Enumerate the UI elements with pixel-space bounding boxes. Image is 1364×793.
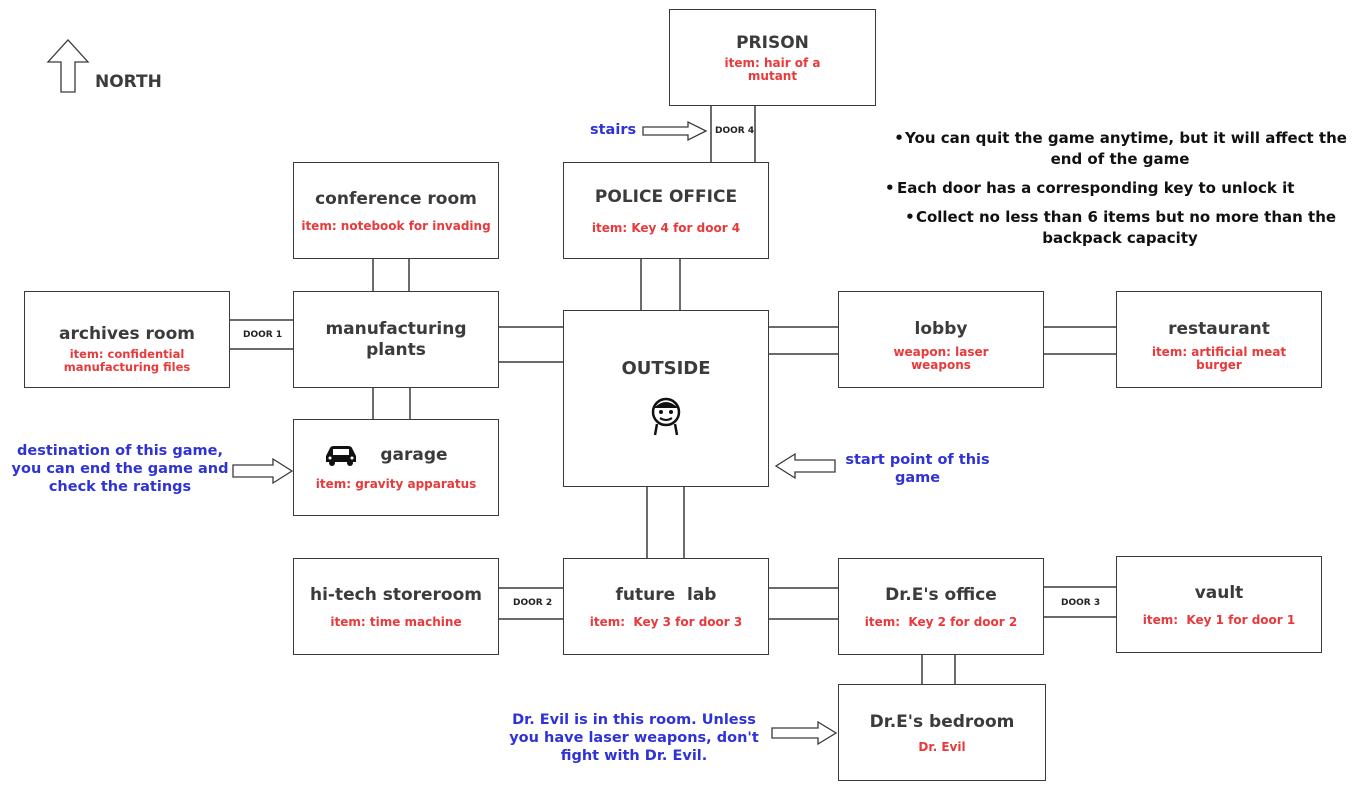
rule-item: •Each door has a corresponding key to un… bbox=[885, 179, 1295, 197]
up-arrow-icon bbox=[46, 39, 90, 93]
room-name: manufacturing plants bbox=[325, 318, 467, 360]
room-item: item: Key 2 for door 2 bbox=[864, 614, 1018, 629]
rule-text: Collect no less than 6 items but no more… bbox=[915, 208, 1337, 247]
room-name: OUTSIDE bbox=[621, 358, 711, 379]
room-item: item: time machine bbox=[330, 614, 462, 629]
destination-note: destination of this game, you can end th… bbox=[11, 443, 229, 495]
dr-evil-note: Dr. Evil is in this room. Unless you hav… bbox=[509, 712, 759, 764]
dr-evil-arrow-icon bbox=[771, 720, 838, 746]
room-garage: garage item: gravity apparatus bbox=[293, 419, 499, 516]
room-dre-bedroom: Dr.E's bedroom Dr. Evil bbox=[838, 684, 1046, 781]
room-name: PRISON bbox=[736, 32, 809, 53]
door-2-label: DOOR 2 bbox=[513, 598, 553, 608]
room-vault: vault item: Key 1 for door 1 bbox=[1116, 556, 1322, 653]
room-dre-office: Dr.E's office item: Key 2 for door 2 bbox=[838, 558, 1044, 655]
room-item: item: Key 1 for door 1 bbox=[1142, 612, 1296, 627]
room-name: POLICE OFFICE bbox=[594, 186, 738, 207]
room-police-office: POLICE OFFICE item: Key 4 for door 4 bbox=[563, 162, 769, 259]
room-item: item: notebook for invading bbox=[301, 218, 491, 233]
room-archives: archives room item: confidential manufac… bbox=[24, 291, 230, 388]
start-arrow-icon bbox=[774, 452, 836, 480]
player-face-icon bbox=[651, 397, 681, 436]
room-manufacturing-plants: manufacturing plants bbox=[293, 291, 499, 388]
car-icon bbox=[326, 446, 357, 466]
rule-item: •You can quit the game anytime, but it w… bbox=[894, 129, 1347, 168]
room-item: item: gravity apparatus bbox=[315, 477, 477, 491]
room-conference: conference room item: notebook for invad… bbox=[293, 162, 499, 259]
room-item: item: Key 4 for door 4 bbox=[591, 220, 741, 235]
room-future-lab: future lab item: Key 3 for door 3 bbox=[563, 558, 769, 655]
destination-arrow-icon bbox=[232, 457, 294, 485]
room-name: vault bbox=[1194, 582, 1244, 603]
door-4-label: DOOR 4 bbox=[715, 126, 755, 136]
room-name: restaurant bbox=[1168, 319, 1270, 339]
door-3-label: DOOR 3 bbox=[1061, 598, 1101, 608]
room-outside: OUTSIDE bbox=[563, 310, 769, 487]
room-item: item: artificial meat burger bbox=[1151, 345, 1287, 372]
stairs-note: stairs bbox=[590, 122, 637, 138]
rules-list: •You can quit the game anytime, but it w… bbox=[885, 128, 1355, 257]
room-restaurant: restaurant item: artificial meat burger bbox=[1116, 291, 1322, 388]
room-name: Dr.E's bedroom bbox=[869, 711, 1015, 732]
room-name: archives room bbox=[59, 323, 195, 344]
room-item: item: Key 3 for door 3 bbox=[589, 614, 743, 629]
start-note: start point of this game bbox=[845, 452, 990, 486]
room-name: Dr.E's office bbox=[885, 584, 997, 605]
rule-item: •Collect no less than 6 items but no mor… bbox=[905, 208, 1337, 247]
room-lobby: lobby weapon: laser weapons bbox=[838, 291, 1044, 388]
door-1-label: DOOR 1 bbox=[243, 330, 283, 340]
stairs-arrow-icon bbox=[642, 120, 708, 142]
room-prison: PRISON item: hair of a mutant bbox=[669, 9, 876, 106]
room-name: future lab bbox=[615, 584, 717, 605]
north-label: NORTH bbox=[95, 72, 162, 92]
rule-text: Each door has a corresponding key to unl… bbox=[897, 179, 1295, 197]
room-hitech-storeroom: hi-tech storeroom item: time machine bbox=[293, 558, 499, 655]
room-item: weapon: laser weapons bbox=[893, 345, 989, 372]
room-item: item: hair of a mutant bbox=[724, 55, 821, 83]
room-name: hi-tech storeroom bbox=[309, 584, 483, 605]
room-name: garage bbox=[380, 444, 448, 465]
room-item: Dr. Evil bbox=[918, 739, 966, 754]
room-item: item: confidential manufacturing files bbox=[63, 346, 191, 374]
rule-text: You can quit the game anytime, but it wi… bbox=[905, 129, 1347, 168]
room-name: lobby bbox=[914, 319, 968, 339]
room-name: conference room bbox=[315, 188, 477, 209]
